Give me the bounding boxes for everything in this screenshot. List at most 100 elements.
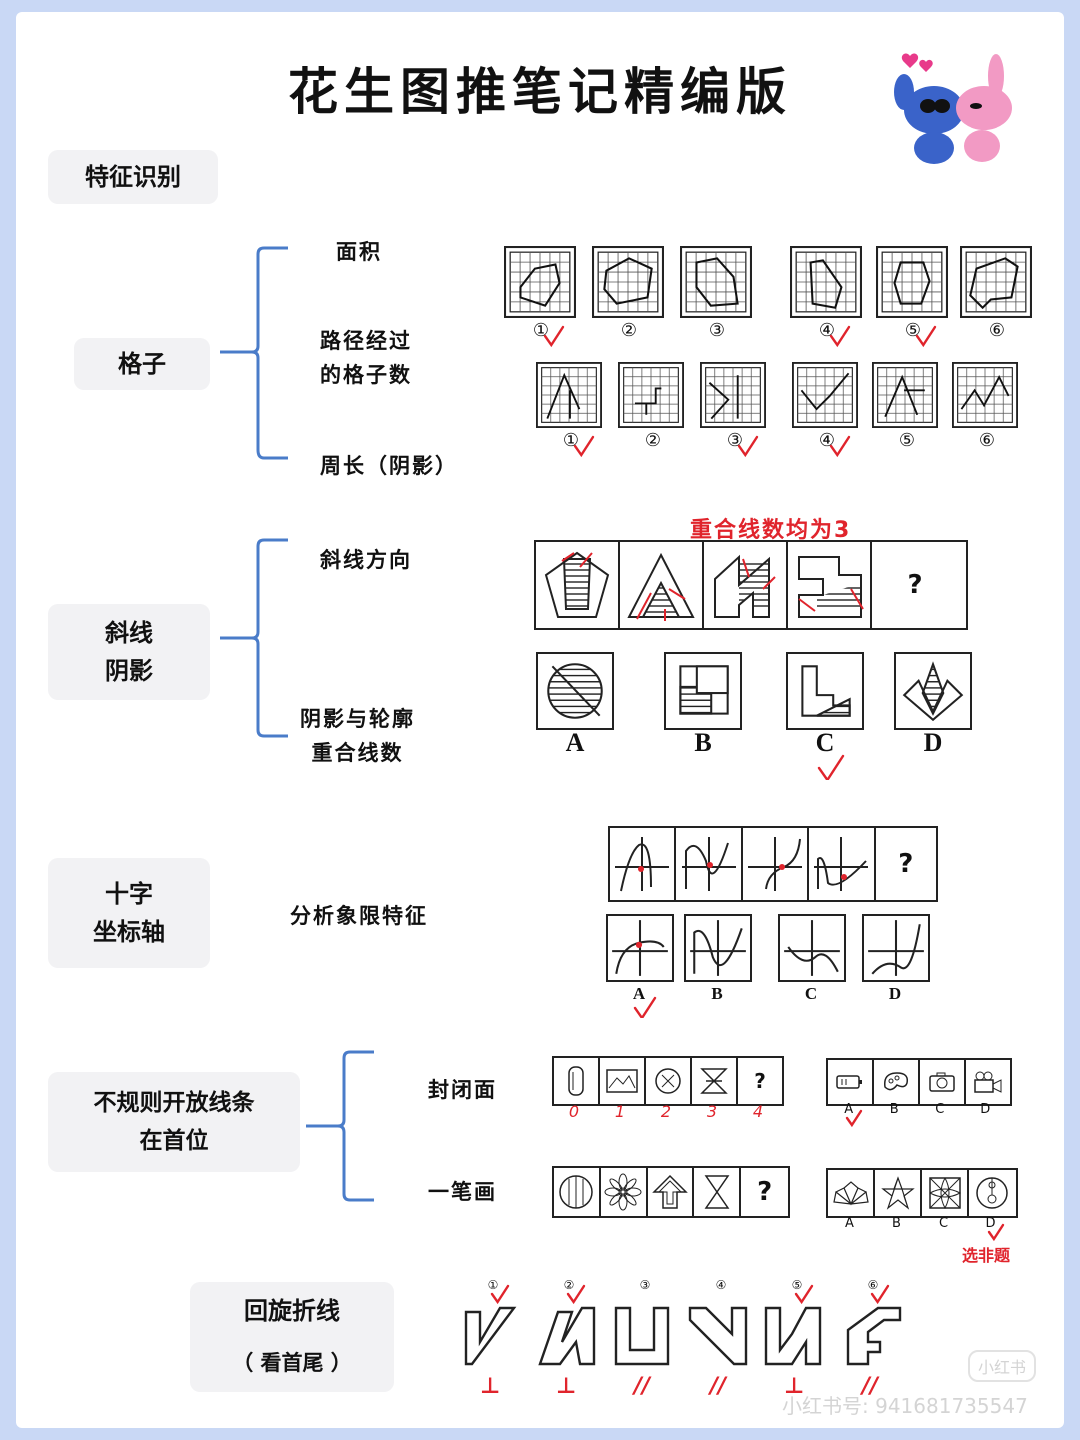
closed-seq-2	[646, 1058, 692, 1104]
cross-option-d: D	[862, 914, 930, 1024]
grid-path-figure-4: ④	[792, 362, 862, 462]
oneline-seq-1	[554, 1168, 601, 1216]
oneline-option-a	[828, 1170, 875, 1216]
fold-mark: //	[709, 1374, 727, 1399]
option-label: D	[985, 1216, 996, 1231]
option-label: A	[844, 1102, 854, 1117]
page-title: 花生图推笔记精编版	[288, 63, 792, 121]
cross-seq-3	[743, 828, 810, 900]
hatch-seq-question: ?	[907, 570, 923, 600]
fold-shape	[538, 1284, 596, 1366]
cross-option-label: D	[888, 984, 902, 1003]
cross-seq-question: ?	[898, 849, 914, 879]
cross-seq-4	[809, 828, 876, 900]
hatch-option-c: C	[786, 652, 866, 782]
open-bracket	[306, 1050, 374, 1202]
fold-figure-3: ③ //	[608, 1278, 680, 1408]
closed-option-d	[966, 1060, 1010, 1104]
closed-count: 0	[568, 1102, 580, 1121]
open-item-closed: 封闭面	[428, 1078, 497, 1102]
grid-path-figure-1: ①	[536, 362, 606, 462]
grid-area-figure-1: ①	[504, 246, 578, 348]
fold-figure-2: ②⊥	[532, 1278, 604, 1408]
cross-seq-1	[610, 828, 677, 900]
check-mark	[573, 435, 595, 458]
closed-seq-question: ?	[754, 1069, 766, 1093]
hatch-item-direction: 斜线方向	[320, 548, 412, 572]
hatch-sequence: ?	[534, 540, 968, 630]
hatch-item-overlap: 阴影与轮廓 重合线数	[300, 707, 415, 765]
fold-caption: ②	[563, 1278, 575, 1292]
cross-option-label: C	[804, 984, 818, 1003]
cross-option-label: B	[711, 984, 723, 1003]
cross-sequence: ?	[608, 826, 938, 902]
grid-path-caption: ②	[644, 430, 662, 451]
section-feature-label: 特征识别	[48, 150, 218, 204]
oneline-option-b	[875, 1170, 922, 1216]
check-mark	[817, 754, 845, 780]
fold-caption: ④	[715, 1278, 727, 1292]
grid-path-figure-6: ⑥	[952, 362, 1022, 462]
hatch-option-label: D	[923, 728, 943, 757]
grid-area-caption: ⑤	[904, 320, 922, 341]
check-mark	[543, 325, 565, 348]
closed-option-c	[920, 1060, 966, 1104]
option-label: C	[935, 1102, 945, 1117]
fold-caption: ⑤	[791, 1278, 803, 1292]
option-label: A	[845, 1216, 854, 1231]
oneline-note: 选非题	[962, 1246, 1011, 1265]
fold-caption: ①	[487, 1278, 499, 1292]
oneline-options	[826, 1168, 1018, 1218]
open-label: 不规则开放线条 在首位	[48, 1072, 300, 1172]
fold-sub: （ 看首尾 ）	[232, 1351, 352, 1375]
hatch-option-a: A	[536, 652, 616, 782]
option-label: D	[980, 1102, 991, 1117]
hatch-seq-triangle	[620, 542, 704, 628]
fold-shape	[688, 1306, 748, 1366]
closed-count: 3	[706, 1102, 718, 1121]
check-mark	[987, 1223, 1004, 1242]
cross-option-b: B	[684, 914, 752, 1024]
grid-path-caption: ⑤	[898, 430, 916, 451]
option-label: C	[938, 1216, 949, 1231]
hatch-option-label: C	[815, 728, 835, 757]
fold-figure-4: ④ //	[684, 1278, 756, 1408]
watermark-id: 小红书号: 941681735547	[782, 1394, 1028, 1418]
closed-count: 2	[660, 1102, 672, 1121]
oneline-option-d	[969, 1170, 1014, 1216]
mascot-sticker	[892, 48, 1022, 168]
cross-item: 分析象限特征	[290, 904, 428, 928]
fold-figure-6: ⑥//	[836, 1278, 908, 1408]
grid-item-area: 面积	[336, 240, 382, 264]
fold-mark: ⊥	[479, 1374, 501, 1399]
fold-mark: //	[633, 1374, 651, 1399]
closed-seq-1	[600, 1058, 646, 1104]
grid-path-figure-3: ③	[700, 362, 770, 462]
cross-seq-2	[676, 828, 743, 900]
oneline-option-c	[922, 1170, 969, 1216]
hatch-option-b: B	[664, 652, 744, 782]
watermark-brand: 小红书	[968, 1350, 1037, 1382]
fold-caption: ⑥	[867, 1278, 879, 1292]
open-item-oneline: 一笔画	[428, 1180, 497, 1204]
grid-area-caption: ④	[818, 320, 836, 341]
closed-seq-3	[692, 1058, 738, 1104]
grid-area-figure-3: ③	[680, 246, 754, 346]
hatch-seq-steps	[788, 542, 872, 628]
fold-shape	[464, 1284, 517, 1366]
grid-path-caption: ⑥	[978, 430, 996, 451]
grid-bracket	[220, 246, 288, 460]
hatch-note: 重合线数均为3	[690, 518, 852, 543]
hatch-label: 斜线 阴影	[48, 604, 210, 700]
grid-area-caption: ⑥	[988, 320, 1006, 341]
closed-sequence: ?	[552, 1056, 784, 1106]
oneline-seq-3	[648, 1168, 695, 1216]
fold-caption: ③	[639, 1278, 651, 1292]
grid-path-figure-5: ⑤	[872, 362, 942, 462]
grid-area-figure-6: ⑥	[960, 246, 1034, 346]
hatch-option-label: A	[565, 728, 585, 757]
grid-label: 格子	[74, 338, 210, 390]
grid-area-figure-5: ⑤	[876, 246, 950, 348]
